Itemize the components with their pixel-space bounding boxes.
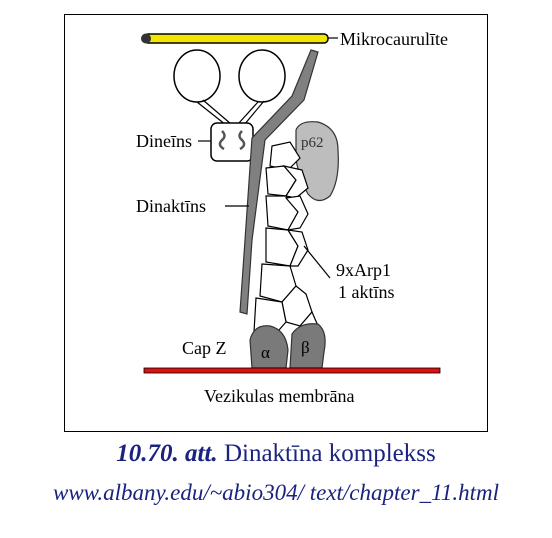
arp1-leader-line bbox=[303, 245, 331, 279]
figure-caption: 10.70. att. Dinaktīna komplekss bbox=[0, 440, 552, 468]
microtubule-end-cap bbox=[141, 33, 151, 44]
label-actin: 1 aktīns bbox=[338, 282, 395, 302]
dynein-body bbox=[210, 122, 254, 162]
source-url: www.albany.edu/~abio304/ text/chapter_11… bbox=[53, 480, 499, 505]
dynein-head-right bbox=[238, 49, 286, 103]
label-arp1: 9xArp1 bbox=[336, 260, 391, 280]
label-p62: p62 bbox=[301, 135, 324, 151]
arp1-filament bbox=[253, 141, 319, 340]
label-dynein: Dineīns bbox=[136, 131, 192, 151]
label-alpha: α bbox=[261, 343, 270, 362]
label-beta: β bbox=[301, 338, 310, 357]
capz-alpha bbox=[249, 325, 289, 369]
dynein-stalks bbox=[196, 99, 265, 126]
dynactin-diagram: Mikrocaurulīte Dineīns Dinaktīns p62 9xA… bbox=[136, 29, 448, 406]
label-capz: Cap Z bbox=[182, 338, 227, 358]
vesicle-membrane bbox=[143, 367, 441, 374]
figure-number: 10.70. att. bbox=[116, 440, 218, 467]
figure-title: Dinaktīna komplekss bbox=[223, 440, 436, 467]
dynactin-arm bbox=[239, 49, 319, 315]
microtubule-bar bbox=[143, 33, 329, 44]
dynein-squiggles bbox=[218, 130, 246, 151]
label-membrane: Vezikulas membrāna bbox=[204, 386, 354, 406]
capz-beta bbox=[289, 323, 326, 369]
label-microtubule: Mikrocaurulīte bbox=[340, 29, 448, 49]
label-dynactin: Dinaktīns bbox=[136, 196, 206, 216]
dynein-head-left bbox=[173, 49, 221, 103]
